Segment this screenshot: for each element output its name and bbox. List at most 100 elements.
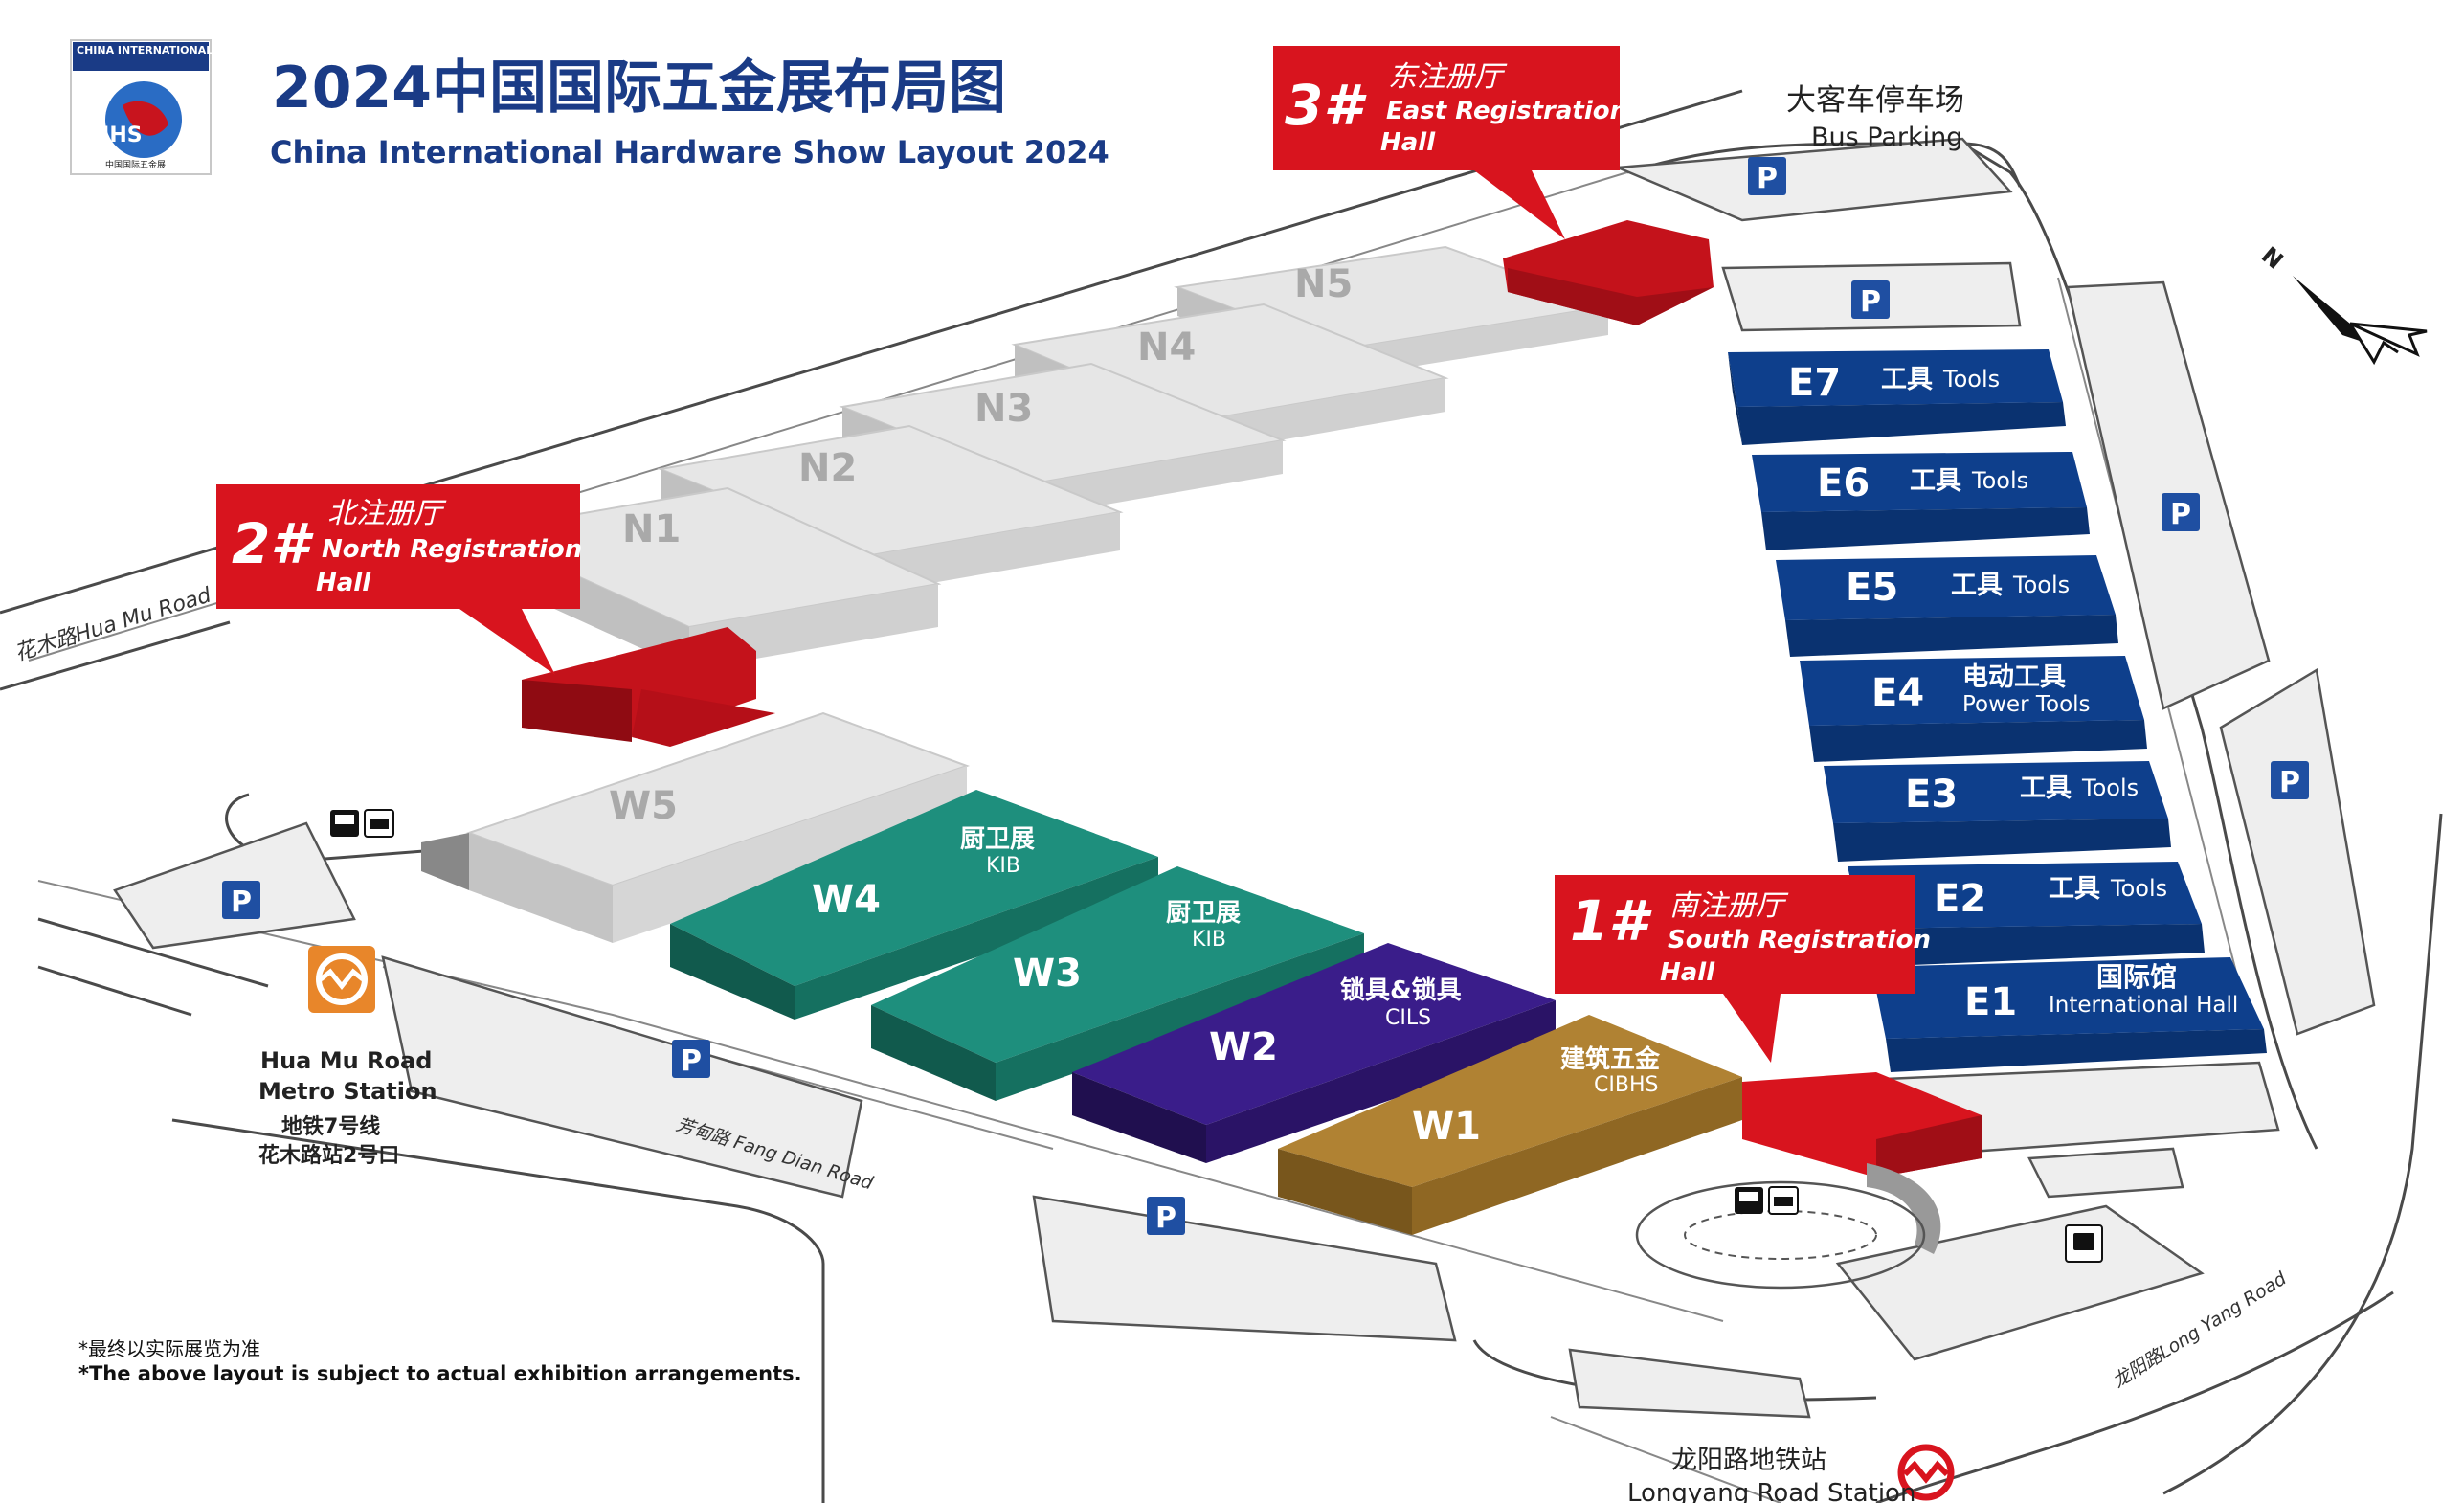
hall-w1[interactable] xyxy=(1278,1015,1742,1235)
north-registration-callout[interactable]: 2# 北注册厅 North Registration Hall xyxy=(216,484,582,675)
label-e4-en: Power Tools xyxy=(1962,692,2091,717)
hall-w3[interactable] xyxy=(871,866,1364,1101)
bus-taxi-icons xyxy=(330,809,2103,1263)
east-registration-building[interactable] xyxy=(1503,220,1714,325)
label-w4-en: KIB xyxy=(986,854,1020,878)
north-reg-hall: Hall xyxy=(316,569,371,597)
south-reg-hall: Hall xyxy=(1660,958,1715,987)
parking-icon[interactable]: P xyxy=(1851,280,1890,319)
label-e7-cn: 工具 xyxy=(1881,365,1933,394)
label-w2: W2 xyxy=(1209,1025,1278,1069)
hall-w5[interactable] xyxy=(421,711,971,943)
label-w1-cn: 建筑五金 xyxy=(1560,1044,1661,1074)
label-w2-cn: 锁具&锁具 xyxy=(1340,976,1462,1005)
north-reg-number: 2# xyxy=(232,511,314,576)
svg-text:P: P xyxy=(2170,498,2191,531)
label-w4: W4 xyxy=(812,878,881,922)
header: CHINA INTERNATIONAL HARDWARE SHOW CIHS 中… xyxy=(70,39,1109,175)
hall-e1[interactable] xyxy=(1871,957,2267,1072)
parking-icon[interactable]: P xyxy=(1147,1197,1185,1235)
huamu-metro-cn2: 花木路站2号口 xyxy=(258,1143,399,1168)
hall-labels: N5 N4 N3 N2 N1 E7 工具 Tools E6 工具 Tools E… xyxy=(609,262,2238,1149)
parking-icon[interactable]: P xyxy=(1748,157,1786,195)
label-e1-cn: 国际馆 xyxy=(2096,961,2177,993)
page-title-en: China International Hardware Show Layout… xyxy=(270,134,1109,170)
hall-e6[interactable] xyxy=(1752,452,2090,550)
label-e3-cn: 工具 xyxy=(2020,774,2072,803)
parking-icon[interactable]: P xyxy=(672,1040,710,1078)
registration-blocks xyxy=(522,220,1982,1254)
huamu-metro-en1: Hua Mu Road xyxy=(260,1047,432,1074)
label-e3: E3 xyxy=(1905,773,1958,817)
parking-icon[interactable]: P xyxy=(222,881,260,919)
north-compass: N xyxy=(2256,241,2428,366)
label-n3: N3 xyxy=(974,387,1033,431)
svg-text:P: P xyxy=(231,886,252,919)
label-e6: E6 xyxy=(1817,461,1870,505)
east-reg-cn: 东注册厅 xyxy=(1388,60,1508,94)
label-w3-en: KIB xyxy=(1192,928,1226,952)
svg-text:P: P xyxy=(681,1044,702,1078)
label-w1: W1 xyxy=(1412,1105,1481,1149)
longyang-metro-en: Longyang Road Station xyxy=(1627,1479,1915,1503)
huamu-metro-icon[interactable] xyxy=(308,946,375,1013)
cihs-logo: CHINA INTERNATIONAL HARDWARE SHOW CIHS 中… xyxy=(70,39,325,175)
label-e4-cn: 电动工具 xyxy=(1962,662,2066,692)
label-e1-en: International Hall xyxy=(2049,993,2238,1018)
note-cn: *最终以实际展览为准 xyxy=(78,1337,260,1360)
label-e5-cn: 工具 xyxy=(1951,571,2003,600)
hall-e2[interactable] xyxy=(1848,862,2205,967)
north-reg-en: North Registration xyxy=(322,535,582,564)
south-registration-building[interactable] xyxy=(1742,1072,1982,1254)
label-e7-en: Tools xyxy=(1942,366,2000,393)
label-e7: E7 xyxy=(1788,361,1841,405)
south-reg-cn: 南注册厅 xyxy=(1669,889,1789,923)
hall-e5[interactable] xyxy=(1776,555,2118,657)
south-entrance-plaza xyxy=(1635,1180,1926,1290)
hall-e3[interactable] xyxy=(1824,761,2171,862)
bus-parking-en: Bus Parking xyxy=(1811,123,1962,152)
parking-icon[interactable]: P xyxy=(2271,761,2309,799)
parking-icon[interactable]: P xyxy=(2162,493,2200,531)
east-registration-callout[interactable]: 3# 东注册厅 East Registration Hall xyxy=(1273,46,1627,239)
label-w3-cn: 厨卫展 xyxy=(1166,899,1241,928)
label-e5: E5 xyxy=(1846,566,1898,610)
label-w3: W3 xyxy=(1013,952,1082,996)
label-w2-en: CILS xyxy=(1385,1006,1431,1030)
label-e6-cn: 工具 xyxy=(1910,466,1961,496)
parking-markers: P P P P P P P xyxy=(222,157,2309,1235)
huamu-road-label: 花木路Hua Mu Road xyxy=(11,583,214,666)
svg-text:P: P xyxy=(1155,1201,1176,1235)
south-registration-callout[interactable]: 1# 南注册厅 South Registration Hall xyxy=(1555,875,1931,1063)
page-title-cn: 2024中国国际五金展布局图 xyxy=(272,55,1006,122)
note-en: *The above layout is subject to actual e… xyxy=(78,1362,802,1385)
footer-notes: *最终以实际展览为准 *The above layout is subject … xyxy=(78,1337,802,1385)
label-n4: N4 xyxy=(1137,325,1196,370)
north-registration-building[interactable] xyxy=(522,627,775,747)
east-reg-number: 3# xyxy=(1285,73,1367,138)
label-e3-en: Tools xyxy=(2081,774,2139,801)
east-halls-group xyxy=(1728,349,2267,1072)
hall-e4[interactable] xyxy=(1800,656,2147,762)
longyang-metro-icon[interactable] xyxy=(1897,1444,1955,1501)
hall-w4[interactable] xyxy=(670,790,1158,1020)
north-halls-group xyxy=(475,245,1646,670)
huamu-metro-cn1: 地铁7号线 xyxy=(281,1114,380,1139)
svg-text:P: P xyxy=(2279,766,2300,799)
label-n1: N1 xyxy=(622,507,681,551)
svg-text:P: P xyxy=(1757,162,1778,195)
longyang-metro-cn: 龙阳路地铁站 xyxy=(1671,1446,1826,1475)
label-n5: N5 xyxy=(1294,262,1353,306)
south-reg-number: 1# xyxy=(1570,888,1652,953)
south-reg-en: South Registration xyxy=(1668,926,1931,954)
east-reg-hall: Hall xyxy=(1380,128,1436,157)
label-e4: E4 xyxy=(1871,671,1924,715)
label-e1: E1 xyxy=(1964,980,2017,1024)
east-reg-en: East Registration xyxy=(1386,97,1627,125)
label-w4-cn: 厨卫展 xyxy=(960,825,1035,854)
label-e5-en: Tools xyxy=(2012,572,2070,598)
hall-e7[interactable] xyxy=(1728,349,2066,445)
huamu-metro-en2: Metro Station xyxy=(258,1078,437,1105)
hall-w2[interactable] xyxy=(1072,943,1556,1163)
